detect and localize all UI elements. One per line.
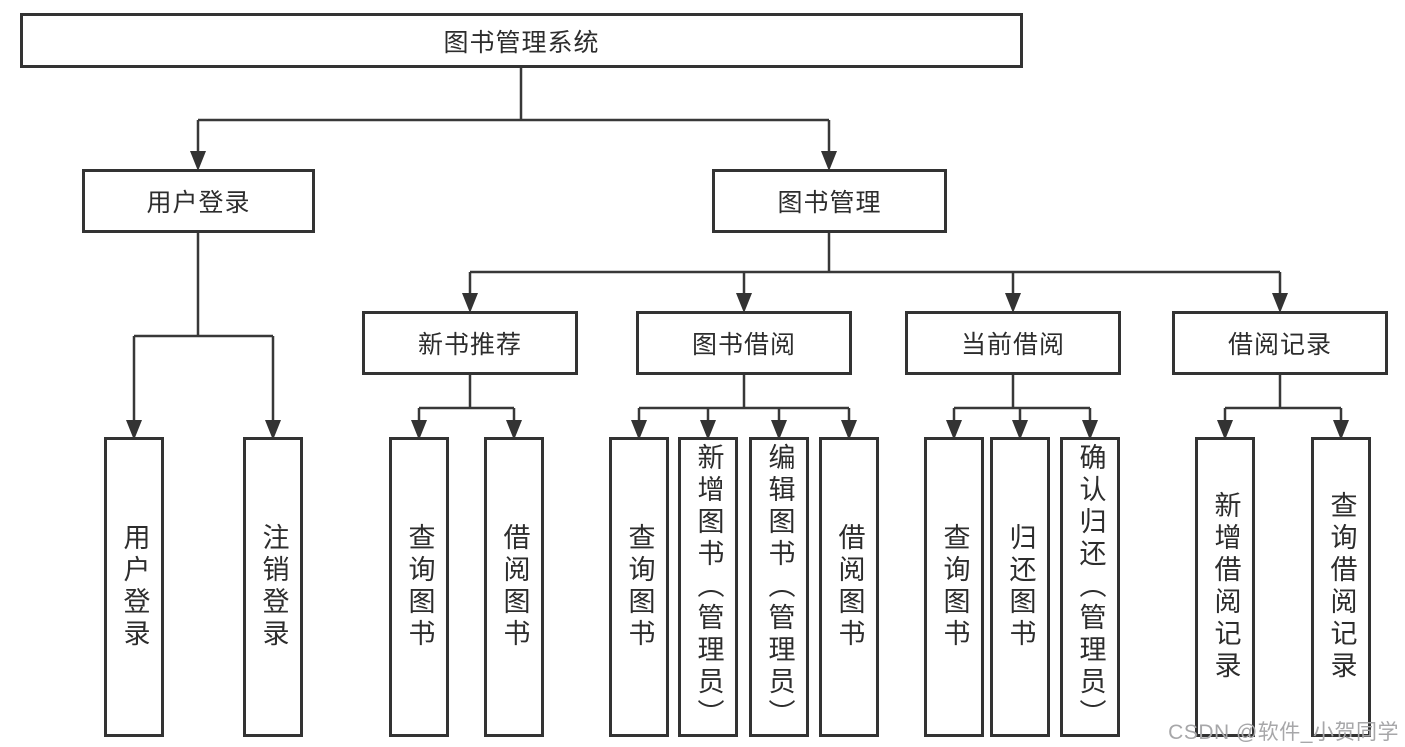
- leaf-nb-query-books-label: 查询图书: [404, 523, 435, 651]
- leaf-bb-add-books-admin: 新增图书（管理员）: [678, 437, 738, 737]
- node-current-borrowing: 当前借阅: [905, 311, 1121, 375]
- leaf-user-login: 用户登录: [104, 437, 164, 737]
- leaf-bb-query-books: 查询图书: [609, 437, 669, 737]
- leaf-cb-return-books-label: 归还图书: [1005, 523, 1036, 651]
- leaf-nb-borrow-books: 借阅图书: [484, 437, 544, 737]
- leaf-logout-label: 注销登录: [258, 523, 289, 651]
- leaf-bb-borrow-books-label: 借阅图书: [834, 523, 865, 651]
- leaf-bb-query-books-label: 查询图书: [624, 523, 655, 651]
- node-book-borrowing: 图书借阅: [636, 311, 852, 375]
- leaf-cb-return-books: 归还图书: [990, 437, 1050, 737]
- node-borrowing-records: 借阅记录: [1172, 311, 1388, 375]
- leaf-br-add-record-label: 新增借阅记录: [1210, 491, 1241, 683]
- leaf-br-query-record-label: 查询借阅记录: [1326, 491, 1357, 683]
- leaf-user-login-label: 用户登录: [119, 523, 150, 651]
- leaf-nb-borrow-books-label: 借阅图书: [499, 523, 530, 651]
- node-new-book-recommend: 新书推荐: [362, 311, 578, 375]
- leaf-cb-query-books-label: 查询图书: [939, 523, 970, 651]
- leaf-bb-add-books-admin-label: 新增图书（管理员）: [693, 443, 724, 731]
- leaf-cb-query-books: 查询图书: [924, 437, 984, 737]
- leaf-br-query-record: 查询借阅记录: [1311, 437, 1371, 737]
- node-user-login: 用户登录: [82, 169, 315, 233]
- leaf-cb-confirm-return-admin-label: 确认归还（管理员）: [1075, 443, 1106, 731]
- leaf-bb-edit-books-admin-label: 编辑图书（管理员）: [764, 443, 795, 731]
- leaf-cb-confirm-return-admin: 确认归还（管理员）: [1060, 437, 1120, 737]
- node-book-management: 图书管理: [712, 169, 947, 233]
- leaf-br-add-record: 新增借阅记录: [1195, 437, 1255, 737]
- leaf-bb-edit-books-admin: 编辑图书（管理员）: [749, 437, 809, 737]
- leaf-logout: 注销登录: [243, 437, 303, 737]
- node-root-system: 图书管理系统: [20, 13, 1023, 68]
- leaf-nb-query-books: 查询图书: [389, 437, 449, 737]
- leaf-bb-borrow-books: 借阅图书: [819, 437, 879, 737]
- csdn-watermark: CSDN @软件_小贺同学: [1168, 721, 1399, 744]
